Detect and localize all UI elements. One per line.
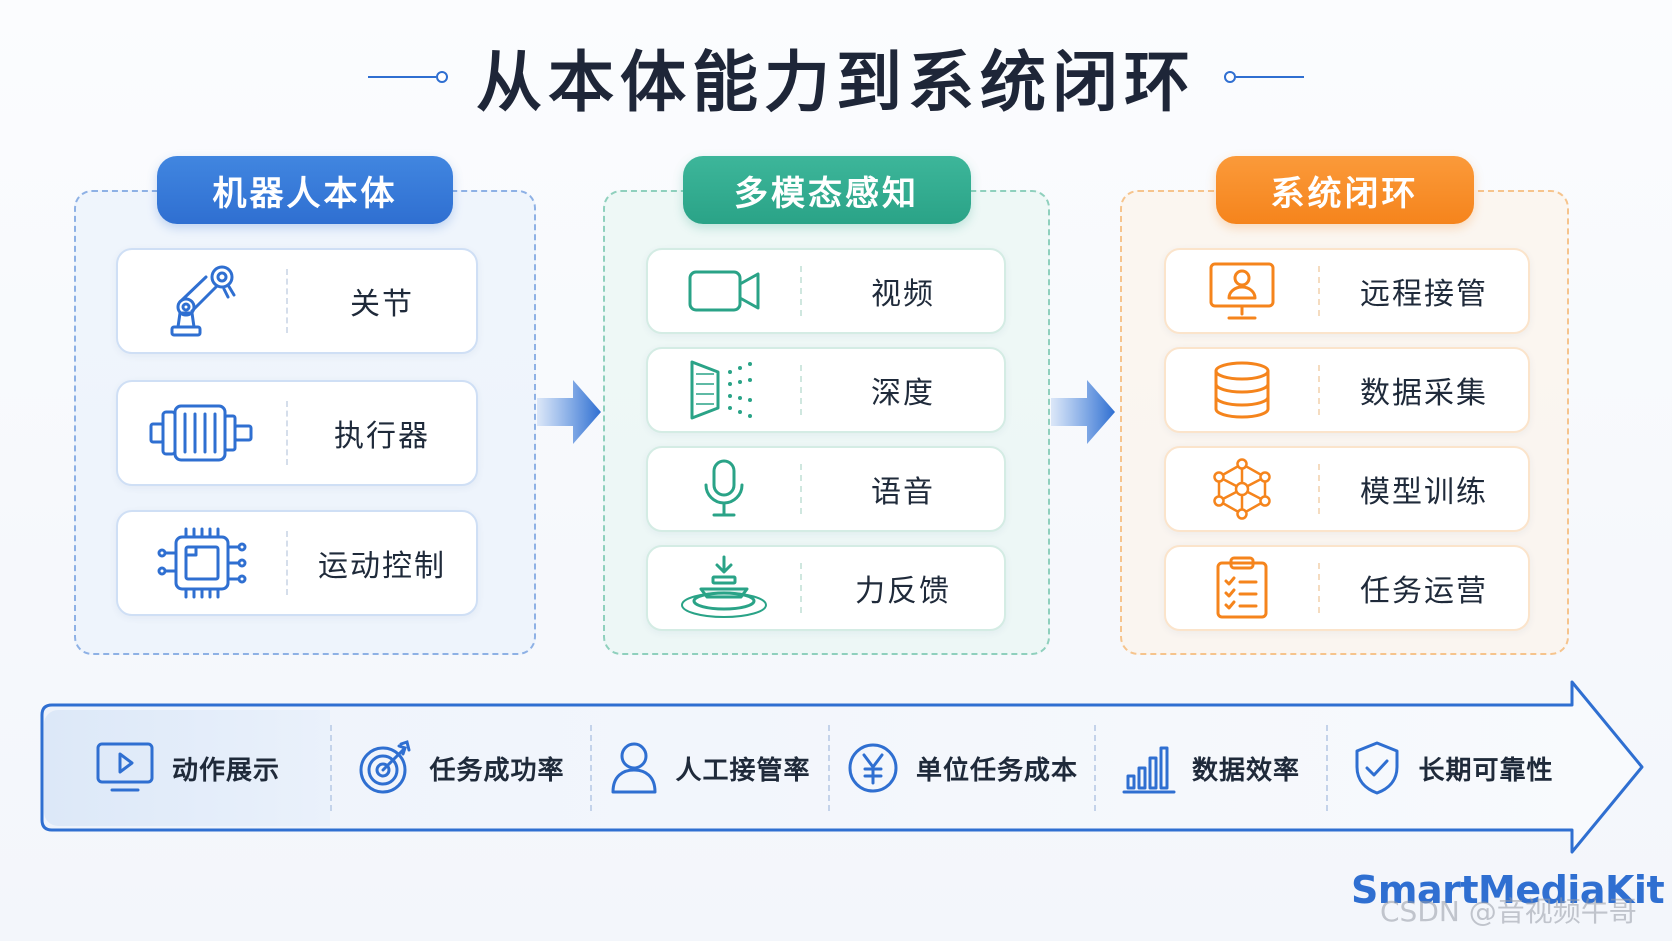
card-label-remote-takeover: 远程接管 bbox=[1360, 277, 1488, 312]
metric-divider bbox=[828, 725, 830, 811]
card-actuator: 执行器 bbox=[116, 380, 478, 486]
band-arrow-outline-icon bbox=[40, 680, 1644, 854]
panel-header-perception: 多模态感知 bbox=[682, 156, 971, 224]
brand-logo-text: SmartMediaKit bbox=[1351, 868, 1665, 912]
card-divider bbox=[800, 265, 802, 317]
yuan-coin-icon bbox=[848, 743, 898, 793]
metric-task-success-rate: 任务成功率 bbox=[332, 710, 590, 826]
title-right-decoration-icon bbox=[1224, 71, 1304, 83]
neural-network-icon bbox=[1166, 448, 1318, 530]
flow-arrow-right-icon bbox=[1051, 380, 1115, 444]
microphone-icon bbox=[648, 448, 800, 530]
flow-arrow-right-icon bbox=[537, 380, 601, 444]
panel-multimodal-perception: 多模态感知 视频 深度 bbox=[603, 156, 1050, 655]
panel-header-robot-body: 机器人本体 bbox=[157, 156, 453, 224]
watermark-text: CSDN @音视频牛哥 bbox=[1380, 895, 1637, 928]
metric-action-demo: 动作展示 bbox=[44, 710, 330, 826]
card-voice: 语音 bbox=[646, 446, 1006, 532]
card-label-voice: 语音 bbox=[871, 475, 935, 510]
card-force-feedback: 力反馈 bbox=[646, 545, 1006, 631]
metric-label-unit-task-cost: 单位任务成本 bbox=[915, 755, 1078, 786]
card-data-collection: 数据采集 bbox=[1164, 347, 1530, 433]
bar-chart-icon bbox=[1122, 746, 1176, 794]
chip-icon bbox=[118, 512, 286, 614]
card-divider bbox=[800, 364, 802, 416]
card-divider bbox=[1318, 364, 1320, 416]
depth-sensor-icon bbox=[648, 349, 800, 431]
shield-check-icon bbox=[1355, 741, 1399, 795]
metric-data-efficiency: 数据效率 bbox=[1096, 710, 1326, 826]
card-divider bbox=[800, 562, 802, 614]
card-remote-takeover: 远程接管 bbox=[1164, 248, 1530, 334]
card-video: 视频 bbox=[646, 248, 1006, 334]
title-left-decoration-icon bbox=[368, 71, 448, 83]
metric-divider bbox=[590, 725, 592, 811]
metric-manual-takeover-rate: 人工接管率 bbox=[592, 710, 828, 826]
card-label-model-training: 模型训练 bbox=[1360, 475, 1488, 510]
panel-robot-body: 机器人本体 关节 bbox=[74, 156, 536, 655]
card-divider bbox=[286, 401, 288, 465]
card-divider bbox=[800, 463, 802, 515]
metrics-row: 动作展示 任务成功率 人工接管率 单位任 bbox=[44, 710, 1578, 826]
target-icon bbox=[359, 740, 411, 794]
metric-label-data-efficiency: 数据效率 bbox=[1191, 755, 1300, 786]
card-task-operations: 任务运营 bbox=[1164, 545, 1530, 631]
card-label-joint: 关节 bbox=[350, 287, 414, 322]
card-divider bbox=[1318, 463, 1320, 515]
metric-divider bbox=[1094, 725, 1096, 811]
metric-label-manual-takeover-rate: 人工接管率 bbox=[675, 755, 811, 786]
force-feedback-icon bbox=[648, 547, 800, 629]
card-divider bbox=[286, 531, 288, 595]
card-divider bbox=[286, 269, 288, 333]
motor-icon bbox=[118, 382, 286, 484]
card-divider bbox=[1318, 562, 1320, 614]
card-model-training: 模型训练 bbox=[1164, 446, 1530, 532]
card-joint: 关节 bbox=[116, 248, 478, 354]
metric-divider bbox=[330, 725, 332, 811]
card-label-video: 视频 bbox=[871, 277, 935, 312]
card-label-data-collection: 数据采集 bbox=[1360, 376, 1488, 411]
database-icon bbox=[1166, 349, 1318, 431]
card-label-depth: 深度 bbox=[871, 376, 935, 411]
card-label-task-operations: 任务运营 bbox=[1360, 574, 1488, 609]
metric-unit-task-cost: 单位任务成本 bbox=[830, 710, 1094, 826]
card-label-force-feedback: 力反馈 bbox=[855, 574, 951, 609]
card-label-motion-control: 运动控制 bbox=[318, 549, 446, 584]
metric-label-task-success-rate: 任务成功率 bbox=[429, 755, 565, 786]
robot-arm-icon bbox=[118, 250, 286, 352]
card-label-actuator: 执行器 bbox=[334, 419, 430, 454]
card-divider bbox=[1318, 265, 1320, 317]
page-title: 从本体能力到系统闭环 bbox=[476, 44, 1196, 121]
panel-system-closed-loop: 系统闭环 远程接管 数据采集 bbox=[1120, 156, 1569, 655]
video-camera-icon bbox=[648, 250, 800, 332]
clipboard-checklist-icon bbox=[1166, 547, 1318, 629]
metric-long-term-reliability: 长期可靠性 bbox=[1328, 710, 1578, 826]
remote-monitor-icon bbox=[1166, 250, 1318, 332]
person-icon bbox=[611, 742, 657, 794]
metric-label-action-demo: 动作展示 bbox=[171, 755, 280, 786]
metric-label-long-term-reliability: 长期可靠性 bbox=[1418, 755, 1554, 786]
metrics-arrow-band: 动作展示 任务成功率 人工接管率 单位任 bbox=[38, 680, 1648, 855]
card-motion-control: 运动控制 bbox=[116, 510, 478, 616]
panel-header-closed-loop: 系统闭环 bbox=[1215, 156, 1474, 224]
title-row: 从本体能力到系统闭环 bbox=[0, 32, 1672, 122]
play-screen-icon bbox=[96, 742, 154, 792]
metric-divider bbox=[1326, 725, 1328, 811]
card-depth: 深度 bbox=[646, 347, 1006, 433]
